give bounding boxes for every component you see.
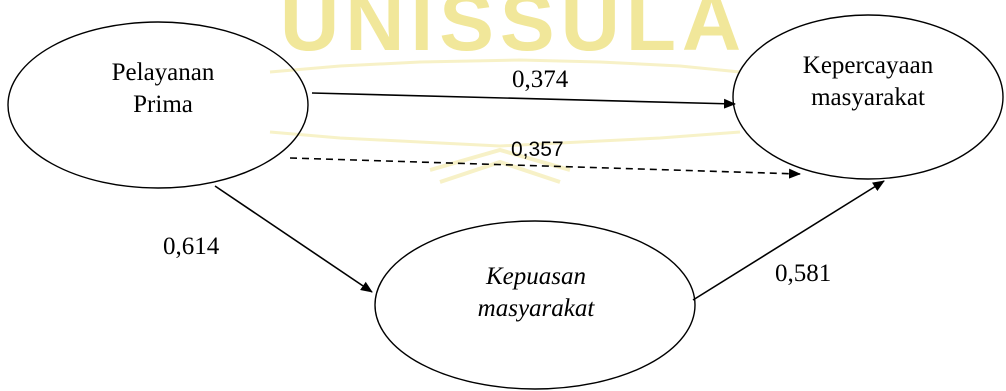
label-kepercayaan-masyarakat: Kepercayaan masyarakat xyxy=(773,50,963,114)
arrow-kepuasan-to-kepercayaan xyxy=(692,180,885,301)
label-pelayanan-line1: Pelayanan xyxy=(111,59,215,86)
watermark-logo-text: UNISSULA xyxy=(280,0,748,68)
label-kepercayaan-line2: masyarakat xyxy=(811,84,925,111)
coef-pelayanan-to-kepuasan: 0,614 xyxy=(163,233,220,260)
coef-kepuasan-to-kepercayaan: 0,581 xyxy=(775,260,832,287)
arrow-pelayanan-to-kepuasan xyxy=(214,185,373,293)
coef-pelayanan-to-kepercayaan: 0,374 xyxy=(512,66,569,93)
arrow-pelayanan-to-kepercayaan xyxy=(311,92,736,109)
label-kepercayaan-line1: Kepercayaan xyxy=(802,52,934,79)
arrow-indirect-dashed xyxy=(289,157,801,179)
label-kepuasan-masyarakat: Kepuasan masyarakat xyxy=(438,261,634,325)
coef-indirect: 0,357 xyxy=(511,138,564,161)
label-kepuasan-line1: Kepuasan xyxy=(486,263,586,290)
label-pelayanan-line2: Prima xyxy=(133,91,193,118)
node-kepuasan-masyarakat xyxy=(374,220,696,390)
node-kepercayaan-masyarakat xyxy=(732,14,1004,180)
node-pelayanan-prima xyxy=(7,21,309,189)
watermark-arabic-band xyxy=(269,58,741,184)
label-kepuasan-line2: masyarakat xyxy=(477,295,595,322)
label-pelayanan-prima: Pelayanan Prima xyxy=(78,57,248,121)
